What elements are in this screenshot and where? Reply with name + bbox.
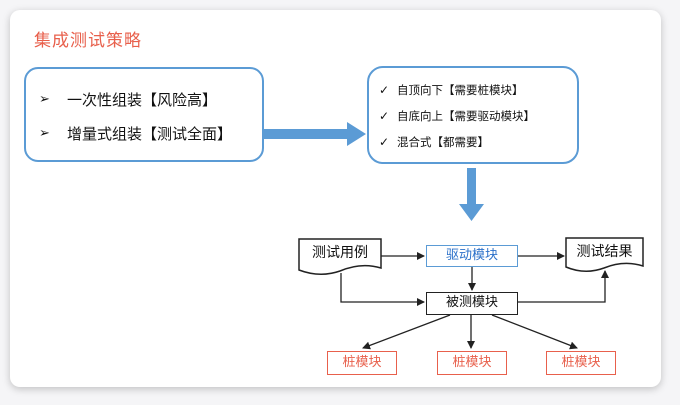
driver-module-box: 驱动模块 <box>426 245 518 267</box>
arrow-bullet-icon: ➢ <box>39 92 50 107</box>
list-item: ➢ 增量式组装【测试全面】 <box>39 123 232 144</box>
module-under-test-box: 被测模块 <box>426 292 518 315</box>
connector-arrow <box>491 314 578 350</box>
connector-arrow <box>518 270 609 303</box>
connector-arrow <box>340 273 425 306</box>
test-case-label: 测试用例 <box>312 245 368 261</box>
list-item-label: 增量式组装【测试全面】 <box>67 125 233 143</box>
test-result-label: 测试结果 <box>576 244 633 260</box>
arrow-bullet-icon: ➢ <box>39 126 50 141</box>
list-item-label: 自底向上【需要驱动模块】 <box>397 109 535 123</box>
test-case-doc-shape <box>298 238 382 275</box>
list-item-label: 一次性组装【风险高】 <box>67 91 218 109</box>
stub-module-box: 桩模块 <box>327 351 397 375</box>
stub-module-box: 桩模块 <box>546 351 616 375</box>
list-item-label: 自顶向下【需要桩模块】 <box>397 83 524 97</box>
list-item: ✓ 自底向上【需要驱动模块】 <box>379 108 535 124</box>
connector-arrow <box>362 314 451 350</box>
big-right-arrow <box>262 122 366 146</box>
list-item: ✓ 混合式【都需要】 <box>379 134 489 150</box>
list-item: ✓ 自顶向下【需要桩模块】 <box>379 82 524 98</box>
check-icon: ✓ <box>379 135 390 149</box>
assembly-methods-box: ➢ 一次性组装【风险高】 ➢ 增量式组装【测试全面】 <box>24 67 264 162</box>
check-icon: ✓ <box>379 83 390 97</box>
list-item: ➢ 一次性组装【风险高】 <box>39 89 217 110</box>
test-result-doc-shape <box>565 237 644 272</box>
stub-module-box: 桩模块 <box>437 351 507 375</box>
list-item-label: 混合式【都需要】 <box>397 135 489 149</box>
check-icon: ✓ <box>379 109 390 123</box>
slide-title: 集成测试策略 <box>34 31 142 51</box>
incremental-strategies-box: ✓ 自顶向下【需要桩模块】 ✓ 自底向上【需要驱动模块】 ✓ 混合式【都需要】 <box>367 66 579 164</box>
big-down-arrow <box>459 168 484 221</box>
